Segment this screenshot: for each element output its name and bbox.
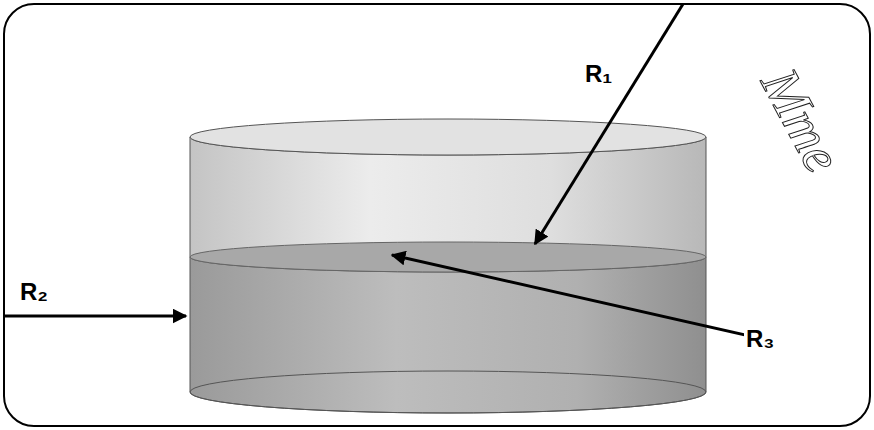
beaker-rim — [190, 119, 706, 155]
ray-r2 — [4, 315, 186, 318]
ray-r1 — [535, 4, 683, 244]
glass-wall — [190, 137, 706, 272]
ray-label: R₂ — [20, 280, 48, 304]
liquid — [190, 257, 706, 413]
ray-label: R₃ — [744, 326, 776, 352]
ray-r3 — [392, 255, 772, 341]
beaker-bottom — [190, 371, 706, 413]
frame — [4, 4, 870, 426]
ray-label: R₁ — [585, 62, 612, 86]
